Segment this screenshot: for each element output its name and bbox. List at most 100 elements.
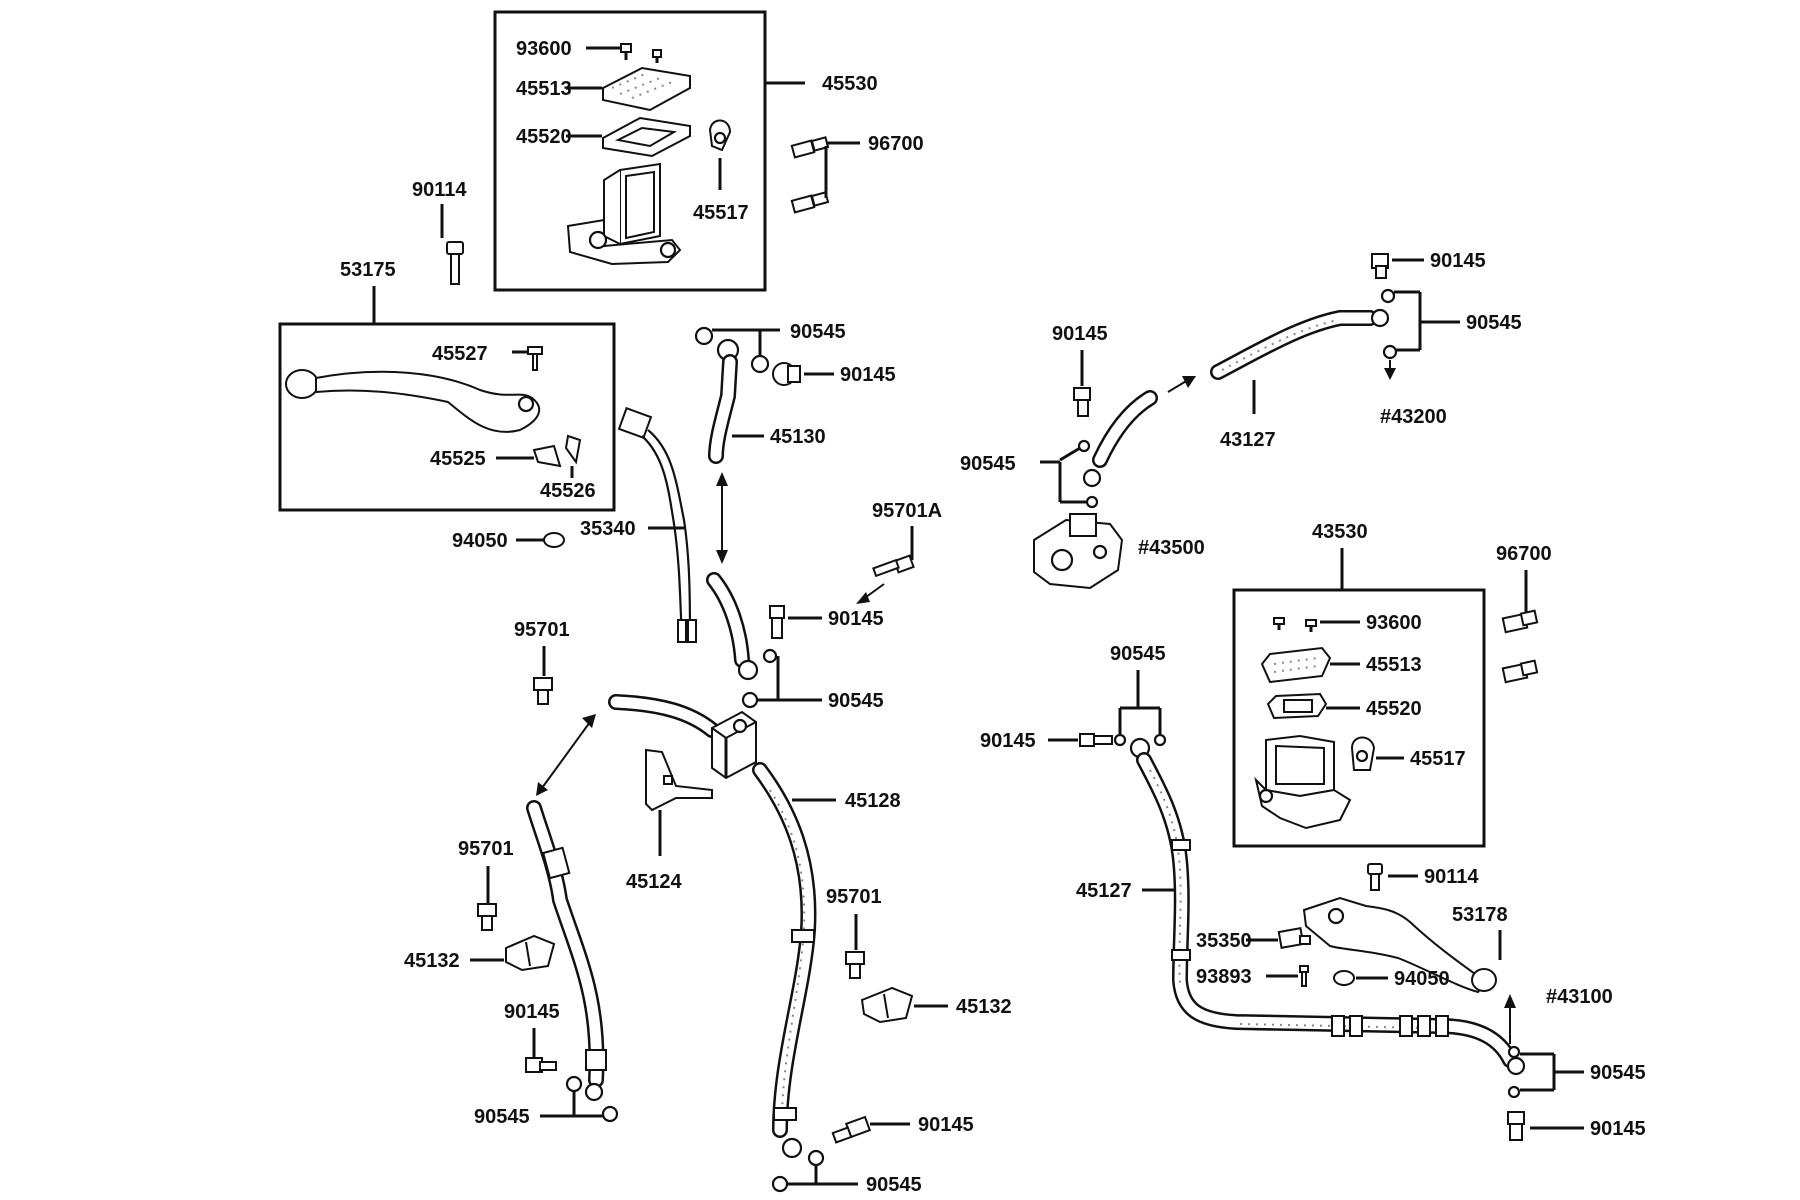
brake-switch-35350: [1277, 927, 1311, 949]
bolt-95701-b: [477, 903, 497, 931]
label-90145-f: 90145: [1430, 250, 1486, 272]
label-45132-mid: 45132: [956, 996, 1012, 1018]
label-35350: 35350: [1196, 930, 1252, 952]
bolt-95701A: [872, 554, 915, 578]
label-43127: 43127: [1220, 429, 1276, 451]
brake-hose-45128: [608, 694, 817, 1159]
label-45517-top: 45517: [693, 202, 749, 224]
label-90145-h: 90145: [1590, 1118, 1646, 1140]
washer-90545-g2: [1153, 733, 1167, 747]
lever-pin-45527: [527, 346, 543, 371]
rear-caliper-43500: [1033, 513, 1124, 590]
label-95701-b: 95701: [458, 838, 514, 860]
washer-90545-a1: [694, 326, 714, 346]
washer-94050-left: [543, 532, 565, 548]
label-90114-top: 90114: [412, 179, 467, 201]
label-45526: 45526: [540, 480, 596, 502]
label-95701-a: 95701: [514, 619, 570, 641]
label-45520-top: 45520: [516, 126, 572, 148]
label-43530: 43530: [1312, 521, 1368, 543]
pivot-bolt-90114: [446, 241, 464, 285]
label-90545-b: 90545: [828, 690, 884, 712]
banjo-bolt-90145-f: [1371, 253, 1389, 279]
washer-90545-e1: [1077, 439, 1091, 453]
brake-switch-35340: [617, 406, 697, 643]
hose-clamp-45132-left: [505, 934, 556, 972]
hose-splitter-block: [711, 710, 757, 780]
washer-90545-h1: [1507, 1045, 1521, 1059]
label-94050-left: 94050: [452, 530, 508, 552]
label-90114-right: 90114: [1424, 866, 1479, 888]
washer-90545-c2: [601, 1105, 619, 1123]
reservoir-cap-screws: [620, 43, 662, 63]
label-90545-h: 90545: [1590, 1062, 1646, 1084]
label-35340: 35340: [580, 518, 636, 540]
banjo-bolt-90145-g: [1079, 733, 1113, 747]
banjo-bolt-90145-a: [772, 362, 801, 386]
screw-93893: [1299, 965, 1309, 987]
brake-hose-43127-short: [1082, 390, 1158, 488]
reservoir-diaphragm-right: [1266, 692, 1328, 720]
washer-90545-e2: [1085, 495, 1099, 509]
label-90145-c: 90145: [504, 1001, 560, 1023]
brake-hose-43127: [1210, 308, 1390, 380]
connection-arrow-left: [541, 721, 591, 789]
label-93893: 93893: [1196, 966, 1252, 988]
label-96700-right: 96700: [1496, 543, 1552, 565]
mirror-clamp-right: [1350, 736, 1376, 771]
brake-lever-box-left: [278, 322, 616, 512]
label-95701-c: 95701: [826, 886, 882, 908]
label-53178: 53178: [1452, 904, 1508, 926]
label-43500: #43500: [1138, 537, 1205, 559]
label-45124: 45124: [626, 871, 682, 893]
brake-hose-45130: [708, 338, 740, 464]
label-90545-f: 90545: [1466, 312, 1522, 334]
master-cylinder-kit-box-left: [493, 10, 767, 292]
pivot-bolt-90114-right: [1367, 863, 1383, 891]
washer-90545-g1: [1113, 733, 1127, 747]
master-cylinder-body: [566, 162, 682, 266]
label-45132-left: 45132: [404, 950, 460, 972]
washer-90545-f2: [1382, 344, 1398, 360]
label-45513-top: 45513: [516, 78, 572, 100]
banjo-bolt-90145-b: [769, 605, 785, 639]
label-45130: 45130: [770, 426, 826, 448]
washer-94050-right: [1333, 970, 1355, 986]
label-90145-b: 90145: [828, 608, 884, 630]
label-90545-d: 90545: [866, 1174, 922, 1196]
label-93600-top: 93600: [516, 38, 572, 60]
washer-90545-b2: [741, 691, 759, 709]
label-45520-right: 45520: [1366, 698, 1422, 720]
washer-90545-b1: [762, 648, 778, 664]
label-90545-e: 90545: [960, 453, 1016, 475]
label-45127: 45127: [1076, 880, 1132, 902]
banjo-bolt-90145-c: [525, 1057, 557, 1073]
bolt-95701-c: [845, 951, 865, 979]
label-90545-a: 90545: [790, 321, 846, 343]
washer-90545-a2: [750, 354, 770, 374]
label-43100: #43100: [1546, 986, 1613, 1008]
washer-90545-c1: [565, 1075, 583, 1093]
banjo-bolt-90145-d: [831, 1115, 872, 1144]
label-90145-e: 90145: [1052, 323, 1108, 345]
label-45517-right: 45517: [1410, 748, 1466, 770]
label-90545-c: 90545: [474, 1106, 530, 1128]
washer-90545-f1: [1380, 288, 1396, 304]
hose-clamp-45132-mid: [860, 986, 914, 1024]
bolt-95701-a: [533, 677, 553, 705]
reservoir-diaphragm: [602, 116, 691, 158]
lever-pivot-45526: [564, 434, 582, 465]
banjo-bolt-90145-h: [1507, 1111, 1525, 1141]
label-90145-d: 90145: [918, 1114, 974, 1136]
master-cylinder-kit-box-right: [1232, 588, 1486, 848]
handlebar-bolts-96700: [790, 136, 830, 214]
brake-lever-53178: [1302, 896, 1497, 994]
label-45513-right: 45513: [1366, 654, 1422, 676]
reservoir-cap: [602, 66, 691, 112]
label-90545-g: 90545: [1110, 643, 1166, 665]
label-45530: 45530: [822, 73, 878, 95]
lever-spring-45525: [532, 444, 562, 468]
master-cylinder-body-right: [1254, 734, 1352, 830]
brake-hose-left-lower: [526, 800, 607, 1102]
